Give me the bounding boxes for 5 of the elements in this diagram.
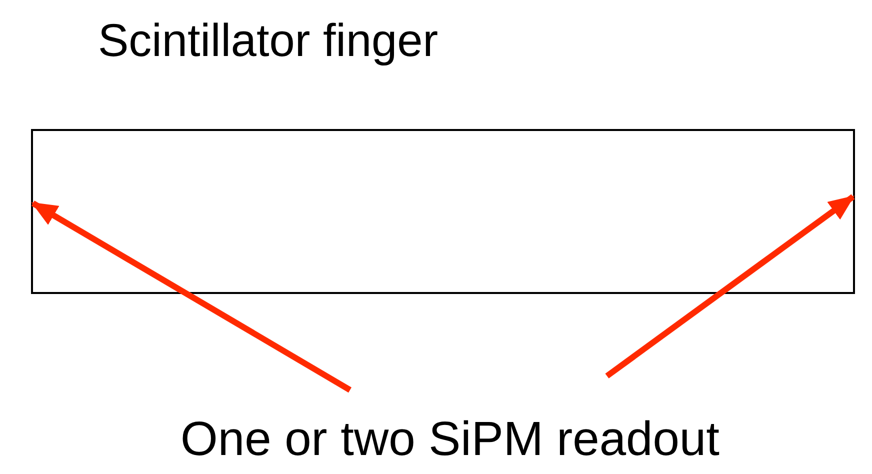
rectangle-outline: [31, 129, 855, 294]
arrow: [605, 194, 855, 378]
title: Scintillator finger: [98, 13, 438, 68]
arrow: [31, 200, 352, 393]
annotation-text: One or two SiPM readout: [100, 410, 800, 470]
